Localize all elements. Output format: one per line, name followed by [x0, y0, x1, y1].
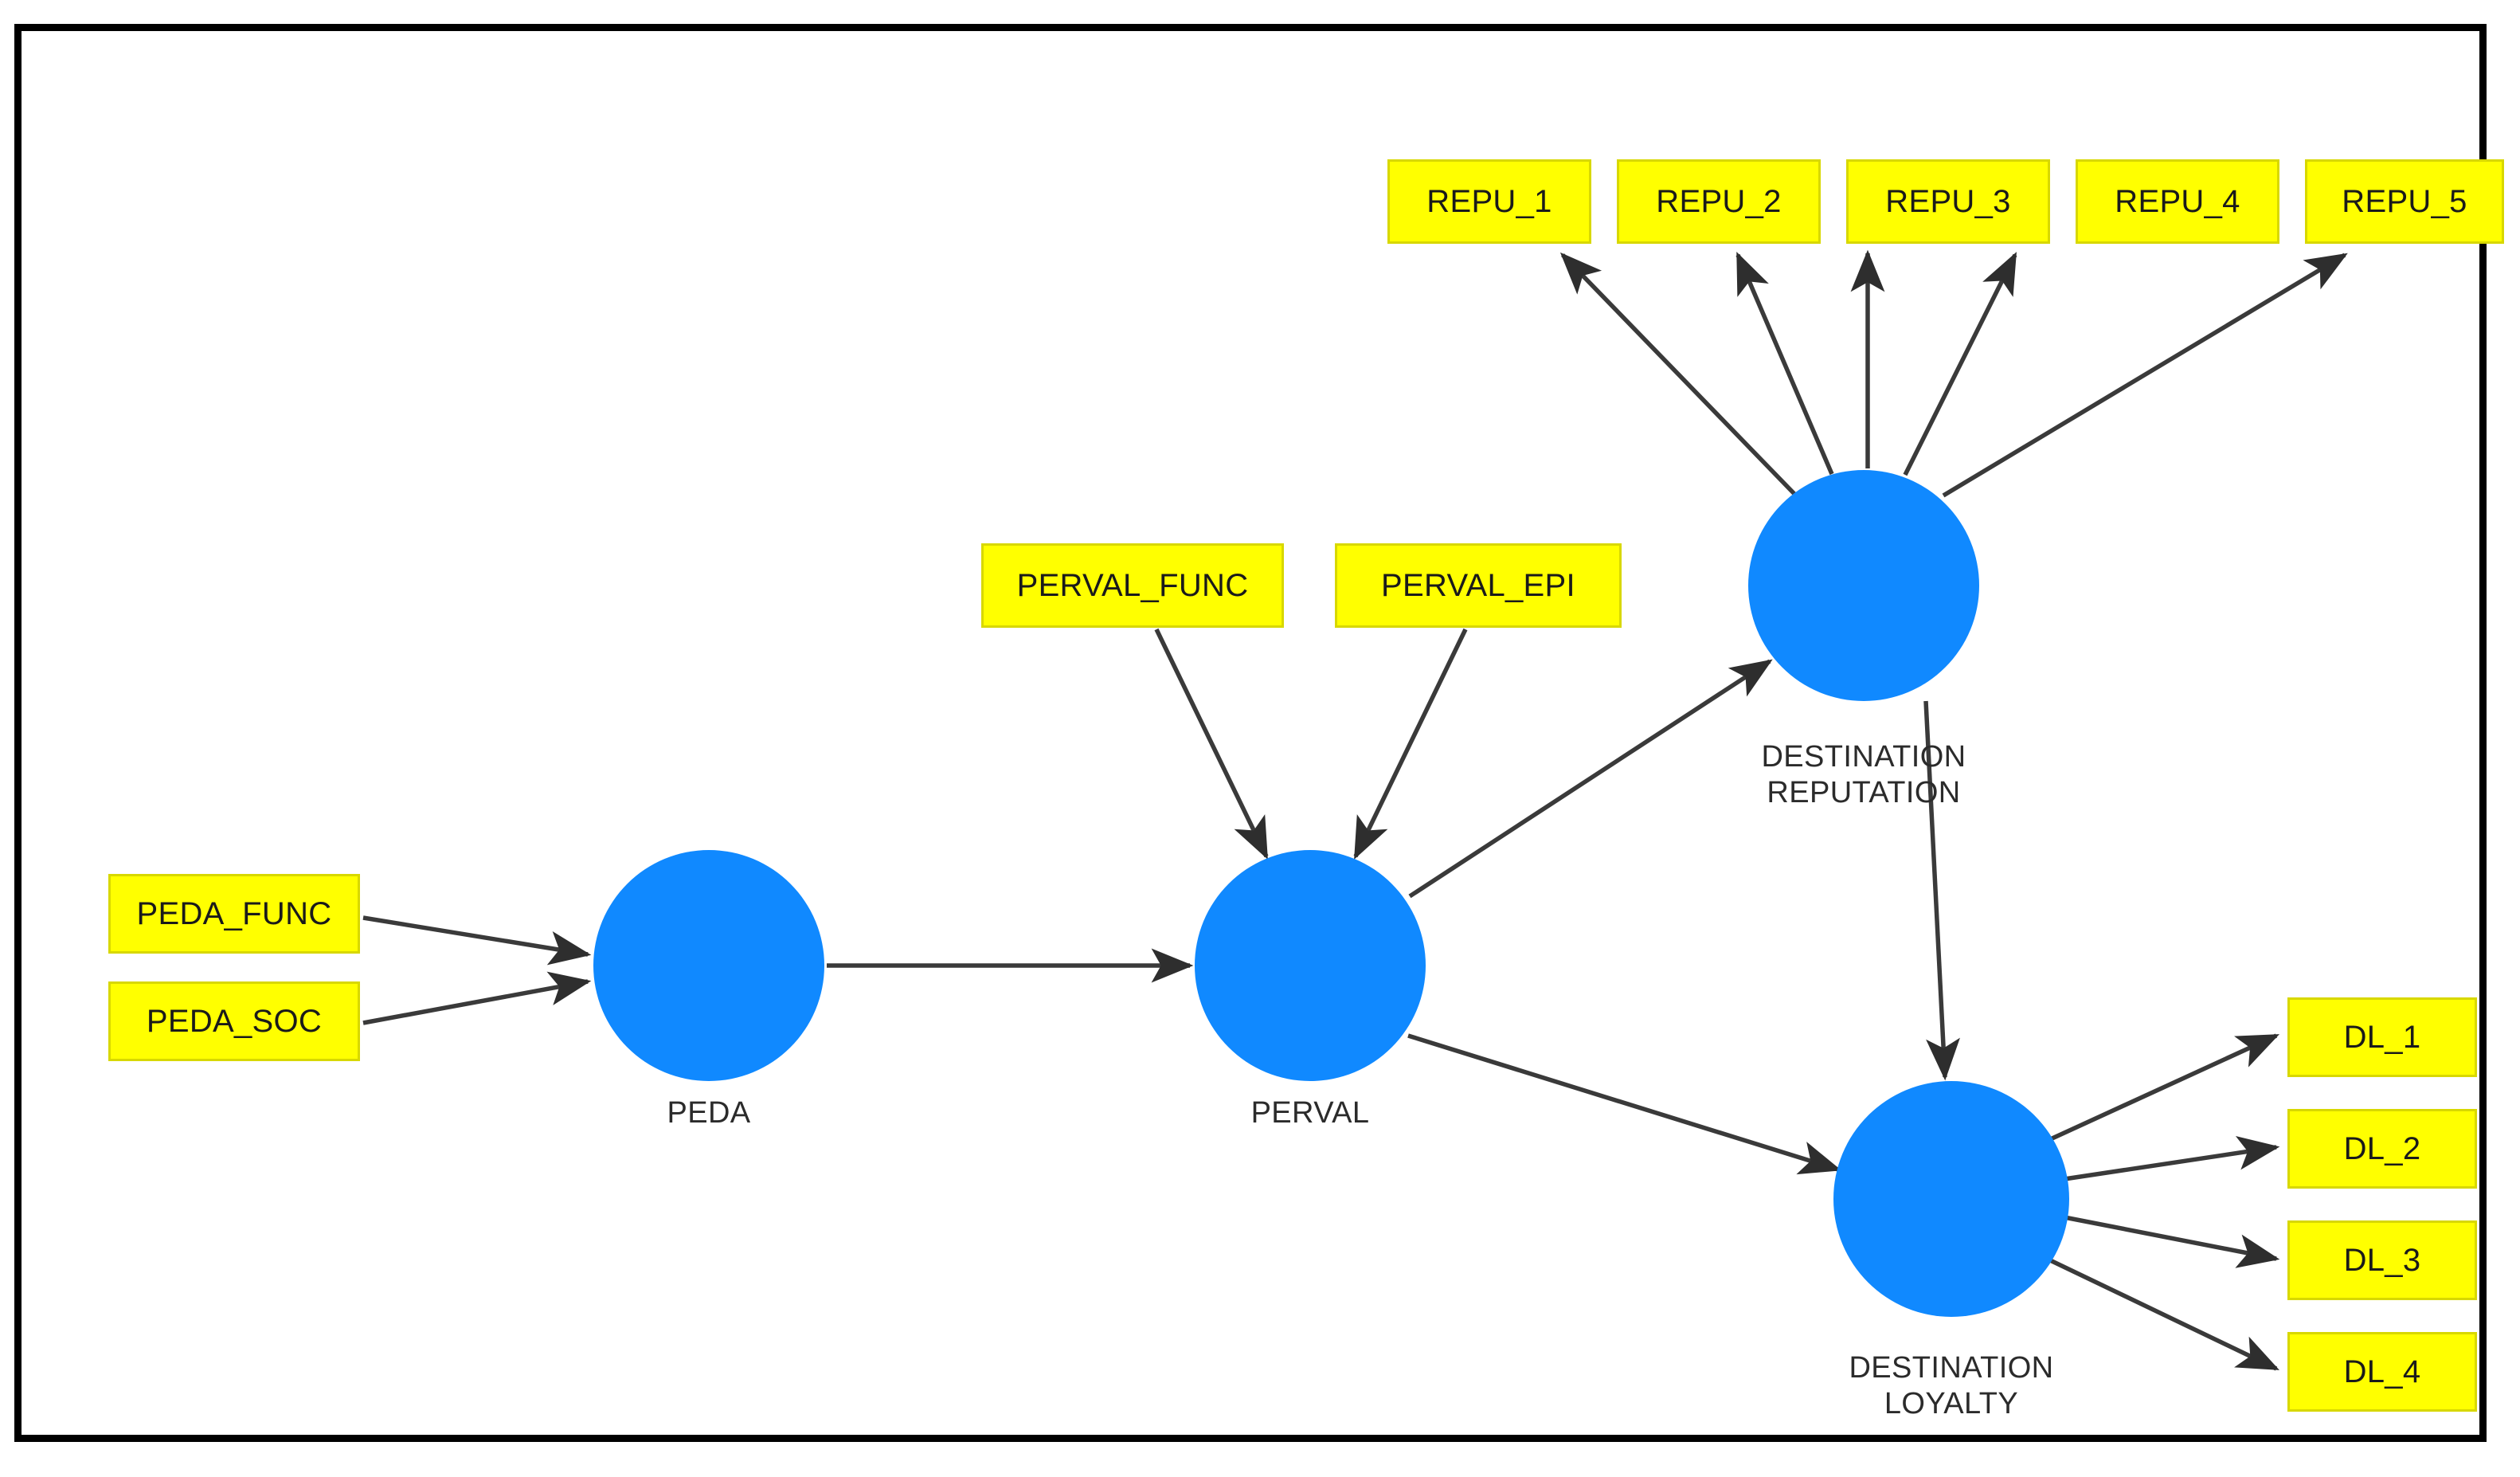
construct-destination-loyalty[interactable] — [1833, 1081, 2069, 1317]
indicator-dl-3[interactable]: DL_3 — [2287, 1220, 2477, 1300]
construct-destination-reputation[interactable] — [1748, 470, 1979, 701]
construct-peda-label: PEDA — [667, 1096, 751, 1130]
indicator-repu-5[interactable]: REPU_5 — [2305, 159, 2504, 244]
indicator-peda-soc[interactable]: PEDA_SOC — [108, 981, 360, 1061]
indicator-repu-4[interactable]: REPU_4 — [2076, 159, 2279, 244]
indicator-dl-2[interactable]: DL_2 — [2287, 1109, 2477, 1189]
construct-perval[interactable] — [1195, 850, 1426, 1081]
indicator-repu-2[interactable]: REPU_2 — [1617, 159, 1821, 244]
construct-perval-label: PERVAL — [1250, 1096, 1370, 1130]
construct-destination-loyalty-label: DESTINATION LOYALTY — [1849, 1351, 2054, 1420]
indicator-perval-epi[interactable]: PERVAL_EPI — [1335, 543, 1622, 628]
indicator-dl-4[interactable]: DL_4 — [2287, 1332, 2477, 1412]
construct-peda[interactable] — [593, 850, 824, 1081]
construct-destination-reputation-label: DESTINATION REPUTATION — [1761, 740, 1966, 809]
indicator-perval-func[interactable]: PERVAL_FUNC — [981, 543, 1284, 628]
indicator-peda-func[interactable]: PEDA_FUNC — [108, 874, 360, 954]
indicator-repu-1[interactable]: REPU_1 — [1387, 159, 1591, 244]
indicator-repu-3[interactable]: REPU_3 — [1846, 159, 2050, 244]
indicator-dl-1[interactable]: DL_1 — [2287, 997, 2477, 1077]
